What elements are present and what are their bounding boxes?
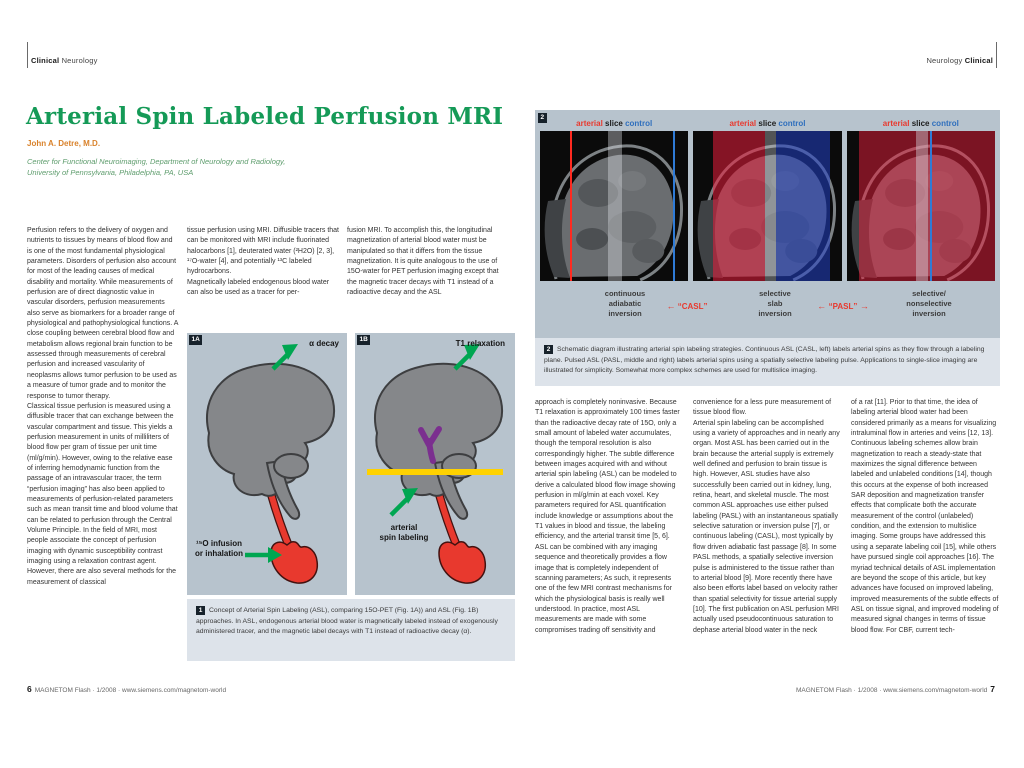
- section-label-left: Clinical Neurology: [31, 56, 98, 65]
- section-label-light: Neurology: [926, 56, 965, 65]
- labeled-artery-segment: [418, 426, 442, 464]
- section-label-bold: Clinical: [31, 56, 60, 65]
- panel-header-2: arterial slice control: [693, 119, 841, 128]
- decay-arrow-icon: [271, 353, 289, 371]
- arrow-left-icon: ←: [817, 301, 829, 311]
- body-column-1: Perfusion refers to the delivery of oxyg…: [27, 227, 178, 586]
- relaxation-arrow-icon: [453, 353, 471, 371]
- arterial-slab-red: [712, 131, 765, 281]
- figure-2-caption-text: Schematic diagram illustrating arterial …: [544, 346, 985, 375]
- footer-text-left: MAGNETOM Flash · 1/2008 · www.siemens.co…: [34, 687, 227, 694]
- body-column-5: convenience for a less pure measurement …: [693, 399, 840, 634]
- control-line-blue: [673, 131, 676, 281]
- heart-shape: [270, 541, 319, 584]
- strategy-label-continuous: continuous adiabatic inversion: [604, 289, 646, 318]
- crop-mark-left: [27, 42, 28, 68]
- figure-1-panel-a: 1A α decay ¹⁵O infusion or inhalation: [187, 333, 347, 595]
- arterial-line-red: [569, 131, 572, 281]
- mri-panel-pasl-nonselective: [846, 131, 995, 281]
- mri-head-image: [544, 144, 683, 281]
- panel-header-1: arterial slice control: [540, 119, 688, 128]
- imaging-slice-strip: [764, 131, 777, 281]
- control-label: control: [778, 118, 806, 128]
- page-number-right: 7: [990, 684, 995, 694]
- imaging-slice-strip: [608, 131, 622, 281]
- author-name: John A. Detre, M.D.: [27, 139, 101, 148]
- brainstem-shape: [433, 459, 469, 520]
- body-column-4: approach is completely noninvasive. Beca…: [535, 399, 680, 634]
- alpha-decay-label: α decay: [309, 339, 339, 348]
- pasl-label: ← “PASL” →: [802, 301, 884, 311]
- arterial-spin-labeling-label: arterial spin labeling: [379, 523, 429, 542]
- pasl-text: “PASL”: [828, 302, 858, 311]
- arrow-right-icon: →: [857, 301, 869, 311]
- slice-label: slice: [756, 118, 779, 128]
- casl-text: “CASL”: [675, 302, 708, 311]
- arterial-region-red: [858, 131, 995, 281]
- body-column-6: of a rat [11]. Prior to that time, the i…: [851, 399, 999, 634]
- o15-infusion-label: ¹⁵O infusion or inhalation: [195, 539, 243, 558]
- infusion-arrowhead-icon: [268, 547, 282, 563]
- arterial-label: arterial: [882, 118, 910, 128]
- section-label-bold: Clinical: [964, 56, 993, 65]
- labeling-plane-line: [367, 469, 503, 475]
- body-column-2: tissue perfusion using MRI. Diffusible t…: [187, 227, 339, 297]
- strategy-label-selective-slab: selective slab inversion: [758, 289, 792, 318]
- page-number-left: 6: [27, 684, 32, 694]
- control-line-blue: [929, 131, 932, 281]
- arterial-label: arterial: [729, 118, 757, 128]
- section-label-right: Neurology Clinical: [926, 56, 993, 65]
- strategy-label-selective-nonselective: selective/ nonselective inversion: [906, 289, 952, 318]
- casl-label: ← “CASL”: [650, 301, 724, 311]
- author-affiliation: Center for Functional Neuroimaging, Depa…: [27, 157, 286, 178]
- labeling-arrowhead-icon: [402, 488, 418, 504]
- figure-2-strategy-labels: continuous adiabatic inversion ← “CASL” …: [540, 285, 995, 335]
- figure-1-panel-b: 1B T1 relaxation arterial spin labeling: [355, 333, 515, 595]
- figure-2-badge: 2: [538, 113, 547, 123]
- arterial-label: arterial: [576, 118, 603, 128]
- brain-diagram-pet: [206, 344, 336, 584]
- page-footer-right: MAGNETOM Flash · 1/2008 · www.siemens.co…: [796, 684, 998, 694]
- body-column-3: fusion MRI. To accomplish this, the long…: [347, 227, 499, 297]
- mri-panel-casl: [540, 131, 689, 281]
- brainstem-shape: [265, 459, 301, 520]
- footer-text-right: MAGNETOM Flash · 1/2008 · www.siemens.co…: [795, 687, 988, 694]
- panel-header-3: arterial slice control: [847, 119, 995, 128]
- t1-relaxation-label: T1 relaxation: [455, 339, 505, 348]
- control-label: control: [931, 118, 959, 128]
- figure-1-caption-text: Concept of Arterial Spin Labeling (ASL),…: [196, 607, 498, 636]
- mri-panel-pasl-slab: [693, 131, 842, 281]
- figure-2-panels: [540, 131, 995, 281]
- caption-badge-2: 2: [544, 345, 553, 354]
- cerebellum-shape: [273, 453, 309, 479]
- decay-arrowhead-icon: [282, 344, 298, 360]
- figure-2: 2 arterial slice control arterial slice …: [535, 110, 1000, 340]
- relaxation-arrowhead-icon: [464, 344, 480, 360]
- panel-badge-1a: 1A: [189, 335, 203, 345]
- section-label-light: Neurology: [59, 56, 98, 65]
- slice-label: slice: [909, 118, 932, 128]
- imaging-slice-strip: [916, 131, 929, 281]
- slice-label: slice: [602, 118, 626, 128]
- article-title: Arterial Spin Labeled Perfusion MRI: [26, 103, 504, 130]
- panel-badge-1b: 1B: [357, 335, 371, 345]
- control-slab-blue: [776, 131, 830, 281]
- brain-diagram-asl: [367, 344, 504, 584]
- caption-badge-1: 1: [196, 606, 205, 615]
- labeling-arrow-icon: [389, 497, 409, 517]
- heart-shape: [438, 541, 487, 584]
- crop-mark-right: [996, 42, 997, 68]
- control-label: control: [625, 118, 653, 128]
- figure-2-headers: arterial slice control arterial slice co…: [540, 115, 995, 131]
- arrow-left-icon: ←: [666, 301, 676, 311]
